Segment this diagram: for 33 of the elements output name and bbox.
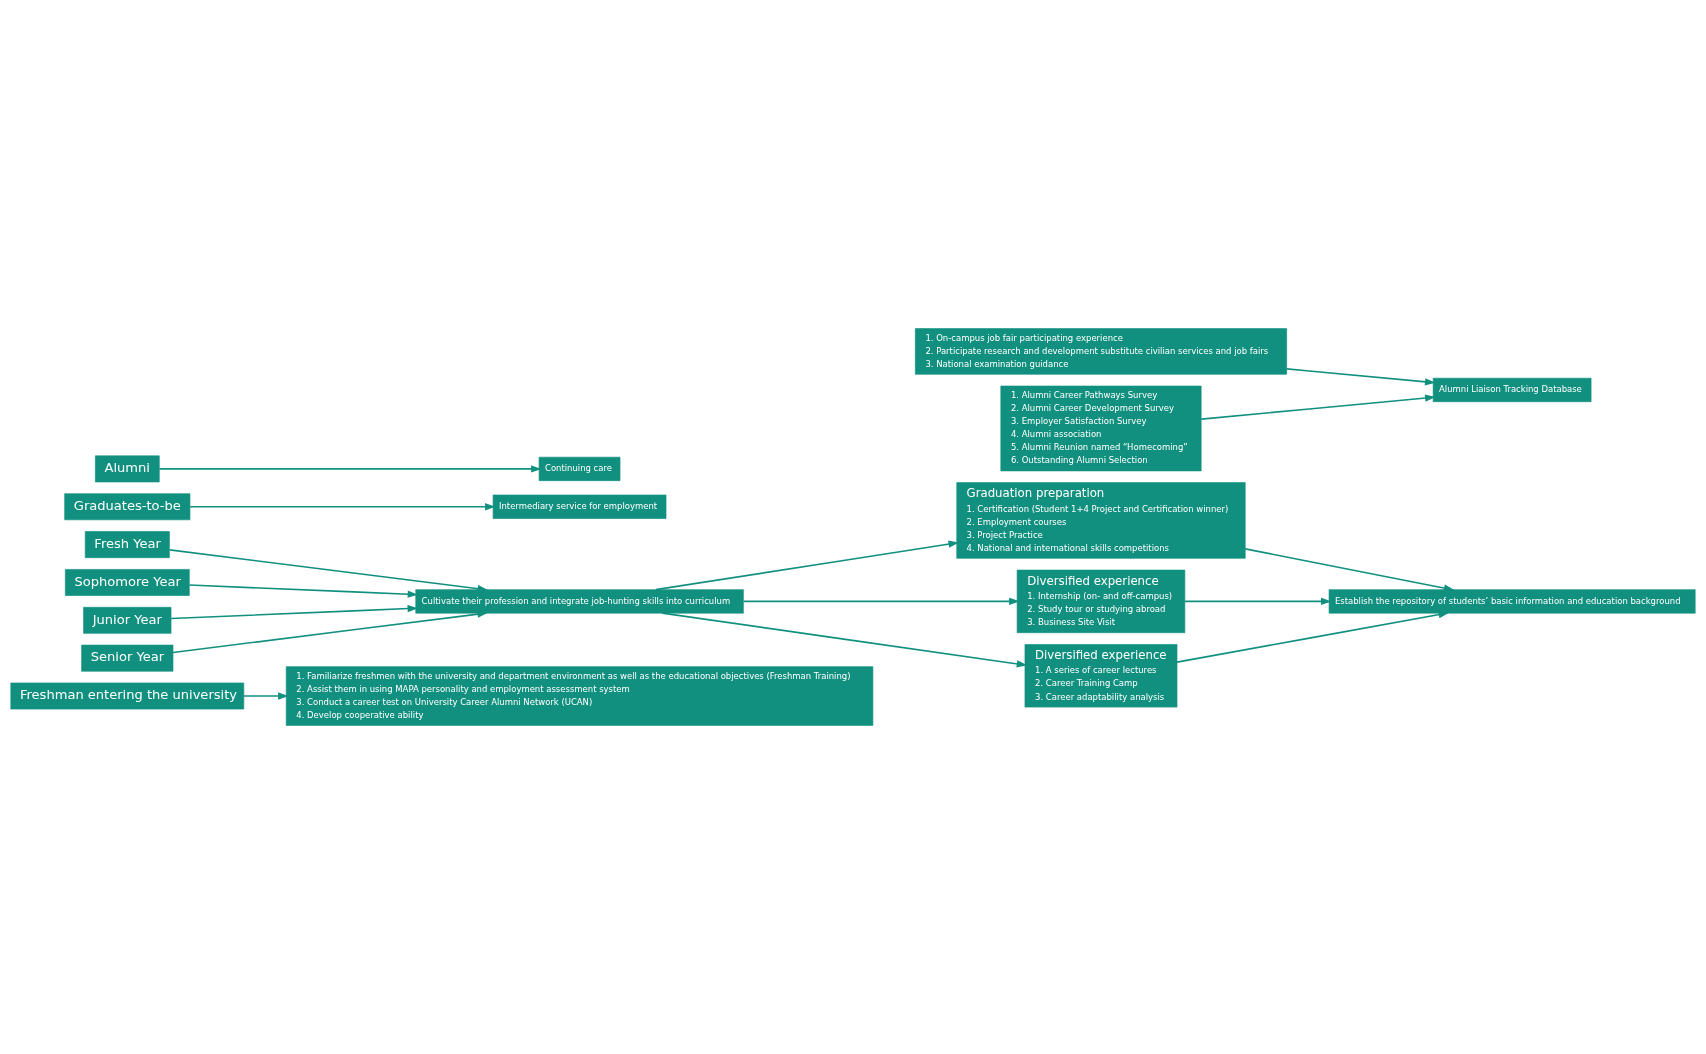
node-box: Establish the repository of students’ basic information and education background — [1328, 589, 1696, 614]
arrow — [243, 692, 289, 700]
node-box: Diversified experience 1. Internship (on- and off-campus) 2. Study tour or studying abroad 3. Business Site Visit — [1016, 569, 1186, 634]
node-box: Continuing care — [538, 456, 621, 481]
node-box: 1. Alumni Career Pathways Survey 2. Alumni Career Development Survey 3. Employer Satisfaction Survey 4. Alumni association 5. Alumni Reunion named “Homecoming” 6. Outstanding Alumni Selection — [1000, 385, 1202, 472]
arrow — [170, 604, 419, 620]
arrow — [1244, 548, 1455, 592]
node-box: Cultivate their profession and integrate job-hunting skills into curriculum — [415, 589, 744, 614]
node-box: Freshman entering the university — [10, 682, 245, 710]
node-box: Graduation preparation 1. Certification (Student 1+4 Project and Certification winner) 2. Employment courses 3. Project Practice 4. National and international skills competitions — [956, 482, 1246, 559]
arrow — [1200, 394, 1436, 420]
arrow — [172, 610, 488, 654]
arrow — [189, 503, 496, 511]
arrow — [655, 540, 959, 591]
node-box: Alumni — [95, 455, 160, 483]
node-box: Sophomore Year — [65, 569, 190, 596]
arrow — [1176, 611, 1450, 663]
arrow — [1184, 597, 1332, 606]
arrow — [188, 584, 419, 598]
node-box: Alumni Liaison Tracking Database — [1432, 377, 1592, 403]
arrow — [1285, 368, 1436, 386]
node-box: Graduates-to-be — [64, 493, 191, 521]
arrow — [661, 612, 1028, 668]
arrow — [742, 597, 1020, 606]
node-box: Junior Year — [83, 606, 172, 634]
node-box: Intermediary service for employment — [492, 494, 667, 519]
arrow — [168, 549, 488, 593]
node-box: 1. On-campus job fair participating experience 2. Participate research and development substitute civilian services and job fairs 3. National examination guidance — [915, 328, 1287, 375]
arrow — [158, 465, 542, 473]
node-box: Senior Year — [81, 644, 174, 672]
node-box: Fresh Year — [84, 531, 170, 558]
node-box: Diversified experience 1. A series of career lectures 2. Career Training Camp 3. Career adaptability analysis — [1024, 644, 1178, 708]
node-box: 1. Familiarize freshmen with the university and department environment as well as the educational objectives (Freshman Training) 2. Assist them in using MAPA personality and employment assessment system 3. Conduct a career test on University Career Alumni Network (UCAN) 4. Develop cooperative ability — [285, 666, 874, 726]
